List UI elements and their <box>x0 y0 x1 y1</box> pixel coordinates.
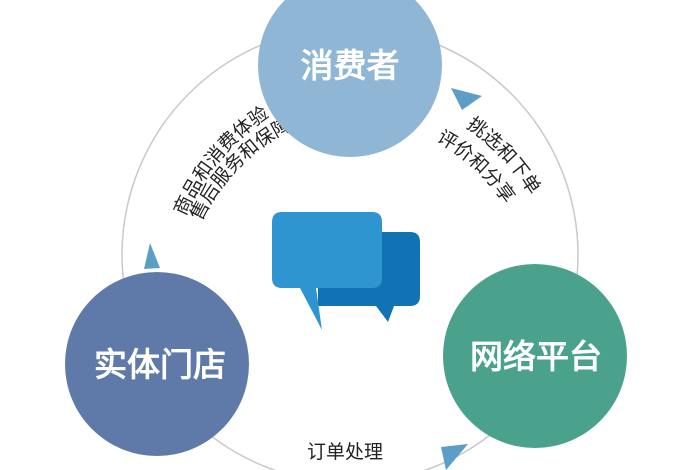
node-consumer: 消费者 <box>258 0 442 157</box>
node-store: 实体门店 <box>65 272 249 456</box>
node-platform: 网络平台 <box>443 264 627 448</box>
arrow-head-icon <box>144 243 160 269</box>
chat-bubbles-icon <box>272 212 420 330</box>
arrow-head-icon <box>441 444 468 470</box>
arrow-head-icon <box>451 88 482 110</box>
edge-label-order-processing: 订单处理 <box>307 441 383 463</box>
node-store-label: 实体门店 <box>94 345 226 384</box>
node-consumer-label: 消费者 <box>301 46 400 85</box>
edge-label-product-experience: 商品和消费体验 <box>170 102 273 218</box>
node-platform-label: 网络平台 <box>470 337 602 376</box>
